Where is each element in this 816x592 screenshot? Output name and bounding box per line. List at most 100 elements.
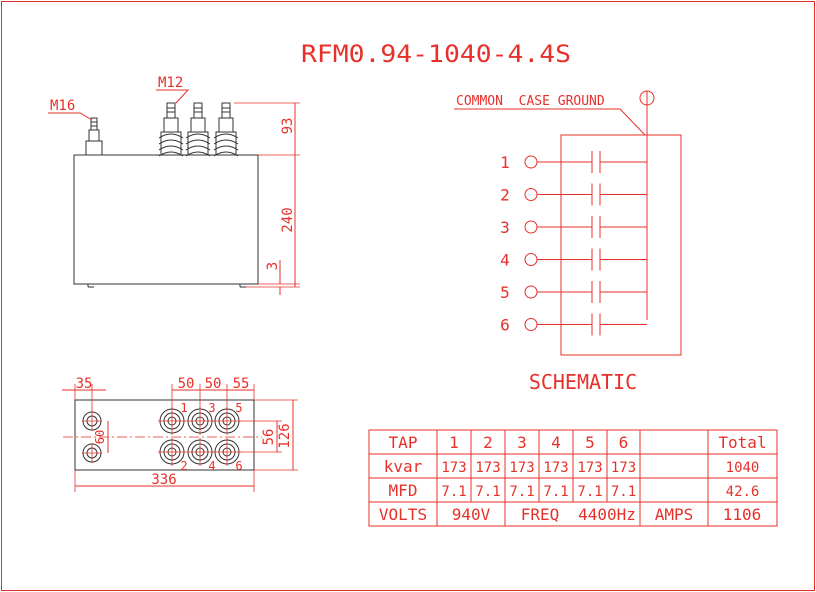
table-cell: 1: [449, 433, 459, 452]
dim-35: 35: [76, 376, 93, 392]
bushing-number: 5: [235, 401, 242, 415]
bushing-cap: [218, 117, 234, 133]
dim-50-a: 50: [178, 376, 195, 392]
table-cell: 173: [475, 460, 500, 476]
terminal-circle: [524, 220, 538, 234]
dim-336: 336: [151, 472, 176, 488]
table-cell: 5: [585, 433, 595, 452]
bushing-number: 6: [235, 459, 242, 473]
bushing-1: [158, 102, 184, 157]
bushing-3: [213, 102, 239, 157]
volts-label: VOLTS: [379, 505, 427, 524]
tap-label: 5: [500, 283, 510, 302]
bushing-cap: [190, 117, 206, 133]
dim-60: 60: [93, 430, 107, 444]
table-cell: 173: [441, 460, 466, 476]
bushing-stud: [221, 102, 231, 119]
bushing-stud: [193, 102, 203, 119]
tap-label: 2: [500, 186, 510, 205]
terminal-circle: [524, 285, 538, 299]
case-body: [73, 154, 259, 285]
table-cell: 42.6: [726, 484, 760, 500]
tap-6: 6: [500, 313, 647, 336]
table-cell: 4: [551, 433, 561, 452]
top-bushing-6: 6: [213, 438, 243, 473]
dim-56: 56: [261, 429, 277, 446]
table-cell: 2: [483, 433, 493, 452]
ground-leader: [454, 108, 646, 136]
ground-stud-top-2: [82, 443, 102, 463]
table-cell: 1040: [726, 460, 760, 476]
dim-50-b: 50: [205, 376, 222, 392]
table-cell: 7.1: [441, 484, 466, 500]
tap-4: 4: [500, 248, 647, 271]
table-cell: 173: [611, 460, 636, 476]
table-cell: 173: [509, 460, 534, 476]
table-cell: 7.1: [611, 484, 636, 500]
terminal-circle: [524, 155, 538, 169]
bushing-stud: [166, 102, 176, 119]
dim-126: 126: [277, 423, 293, 448]
tap-label: 4: [500, 251, 510, 270]
label-m16: M16: [50, 98, 75, 114]
table-cell: Total: [718, 433, 766, 452]
leader-m12: [156, 89, 190, 104]
dim-3: 3: [265, 262, 281, 270]
volts-value: 940V: [452, 505, 491, 524]
bushing-skirt: [213, 145, 239, 151]
table-row-label: kvar: [384, 457, 423, 476]
bushing-skirt: [185, 145, 211, 151]
amps-label: AMPS: [655, 505, 694, 524]
terminal-circle: [524, 188, 538, 201]
top-bushing-2: 3: [186, 401, 216, 435]
bushing-skirt: [158, 133, 184, 139]
label-m12: M12: [158, 75, 183, 91]
bushing-group: [158, 102, 239, 157]
bushing-skirt: [213, 139, 239, 145]
tap-3: 3: [500, 216, 647, 238]
bushing-number: 1: [180, 401, 187, 415]
tap-label: 6: [500, 316, 510, 335]
bushing-skirt: [158, 145, 184, 151]
bushing-skirt: [185, 139, 211, 145]
terminal-circle: [524, 253, 538, 266]
amps-value: 1106: [723, 505, 762, 524]
bushing-number: 3: [208, 401, 215, 415]
bushing-skirt: [213, 133, 239, 139]
top-view-case: [74, 399, 255, 471]
top-bushing-1: 1: [158, 401, 188, 435]
top-bushing-5: 4: [186, 438, 216, 473]
tap-label: 3: [500, 218, 510, 237]
freq-value: 4400Hz: [578, 505, 636, 524]
freq-label: FREQ: [521, 505, 560, 524]
tap-5: 5: [500, 281, 647, 303]
drawing-title: RFM0.94-1040-4.4S: [301, 40, 571, 68]
table-cell: 173: [577, 460, 602, 476]
tap-2: 2: [500, 183, 647, 206]
bushing-skirt: [185, 133, 211, 139]
schematic-case-box: [560, 134, 682, 356]
table-cell: 7.1: [509, 484, 534, 500]
table-cell: 3: [517, 433, 527, 452]
table-row-label: TAP: [389, 433, 418, 452]
table-cell: 7.1: [577, 484, 602, 500]
table-row-label: MFD: [389, 481, 418, 500]
tap-1: 1: [500, 151, 647, 173]
leader-m16: [48, 112, 93, 121]
bushing-number: 4: [208, 459, 215, 473]
ground-stud: [85, 117, 103, 156]
table-cell: 173: [543, 460, 568, 476]
ground-stud-top-1: [82, 411, 102, 431]
bushing-number: 2: [180, 459, 187, 473]
table-cell: 7.1: [543, 484, 568, 500]
side-view: M16 M12 93 240 3: [48, 75, 300, 295]
bushing-2: [185, 102, 211, 157]
tap-label: 1: [500, 153, 510, 172]
bushing-skirt: [158, 139, 184, 145]
terminal-circle: [524, 318, 538, 331]
